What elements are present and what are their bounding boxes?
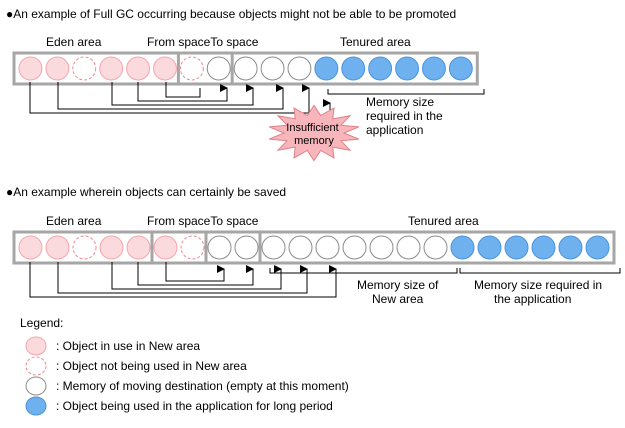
arrow-3	[111, 262, 282, 290]
section2-cell-notused	[180, 235, 205, 260]
legend-title: Legend:	[20, 316, 63, 330]
section2-eden-label: Eden area	[46, 214, 102, 228]
section1-heading: ●An example of Full GC occurring because…	[6, 7, 456, 21]
arrow-5	[165, 262, 225, 282]
section1-eden-label: Eden area	[46, 35, 102, 49]
arrow-2	[57, 82, 284, 110]
insufficient-memory-burst: Insufficient memory	[269, 104, 359, 162]
section2-cell-empty	[396, 235, 421, 260]
legend-text-notused: : Object not being used in New area	[56, 359, 247, 373]
legend-symbol-inuse	[25, 336, 47, 356]
arrow-4	[137, 82, 228, 102]
section2-app-bracket	[459, 268, 621, 274]
section1-cell-long	[314, 56, 339, 81]
arrow-5-stub	[165, 82, 201, 98]
section2-cell-long	[531, 235, 556, 260]
section2-cell-empty	[315, 235, 340, 260]
section1-cell-empty	[260, 56, 285, 81]
section2-cell-empty	[369, 235, 394, 260]
section1-cell-empty	[233, 56, 258, 81]
section1-promotion-arrows	[29, 82, 331, 114]
section2-cell-empty	[288, 235, 313, 260]
arrow-3	[111, 82, 254, 106]
section1-cell-notused	[72, 56, 97, 81]
section2-from-to-label: From spaceTo space	[147, 214, 259, 228]
section1-cell-notused	[179, 56, 204, 81]
section1-cell-empty	[206, 56, 231, 81]
section2-cell-long	[450, 235, 475, 260]
section2-cell-empty	[234, 235, 259, 260]
legend-symbol-empty	[25, 376, 47, 396]
section2-cell-notused	[72, 235, 97, 260]
section1-cell-inuse	[99, 56, 124, 81]
arrow-4	[137, 262, 254, 286]
legend-symbol-long	[25, 396, 47, 416]
burst-label: Insufficient memory	[286, 122, 341, 147]
section1-cell-long	[448, 56, 473, 81]
legend: : Object in use in New area : Object not …	[25, 336, 349, 416]
section2-cell-inuse	[99, 235, 124, 260]
section2-tenured-label: Tenured area	[408, 214, 479, 228]
section2-cell-long	[477, 235, 502, 260]
section1-cell-long	[395, 56, 419, 81]
section2-cell-inuse	[126, 235, 151, 260]
arrow-1	[29, 82, 310, 114]
section1-cell-long	[422, 56, 446, 81]
burst-shape	[269, 104, 359, 162]
legend-text-empty: : Memory of moving destination (empty at…	[56, 379, 349, 393]
section2-cell-empty	[423, 235, 448, 260]
arrow-1	[29, 262, 337, 298]
section1-cell-inuse	[126, 56, 151, 81]
legend-text-inuse: : Object in use in New area	[56, 339, 200, 353]
section2-cell-inuse	[153, 235, 178, 260]
arrow-2	[57, 262, 308, 294]
section2-cell-inuse	[45, 235, 70, 260]
section2-cell-long	[585, 235, 610, 260]
section1-cell-long	[368, 56, 393, 81]
section1-cell-inuse	[153, 56, 177, 81]
section1-memory-bracket	[327, 89, 485, 95]
section1-heap-bar	[12, 51, 479, 86]
section2-heading: ●An example wherein objects can certainl…	[6, 185, 286, 199]
section2-app-label: Memory size required in the application	[474, 278, 605, 306]
section1-cell-inuse	[18, 56, 43, 81]
section2-heap-bar	[12, 230, 616, 265]
section1-cell-empty	[287, 56, 312, 81]
section2-cell-empty	[207, 235, 232, 260]
section1-tenured-label: Tenured area	[340, 35, 411, 49]
section2-cell-long	[558, 235, 583, 260]
legend-text-long: : Object being used in the application f…	[56, 399, 333, 413]
section1-cell-inuse	[45, 56, 70, 81]
section2-cell-inuse	[18, 235, 43, 260]
section1-from-to-label: From spaceTo space	[147, 35, 259, 49]
section2-new-area-label: Memory size of New area	[357, 278, 442, 306]
section2-promotion-arrows	[29, 262, 337, 298]
section1-cell-long	[341, 56, 366, 81]
section2-cell-long	[504, 235, 529, 260]
section2-cell-empty	[261, 235, 286, 260]
section2-new-area-bracket	[269, 268, 458, 274]
section1-memory-label: Memory size required in the application	[366, 95, 446, 137]
legend-symbol-notused	[25, 356, 47, 376]
section2-cell-empty	[342, 235, 367, 260]
